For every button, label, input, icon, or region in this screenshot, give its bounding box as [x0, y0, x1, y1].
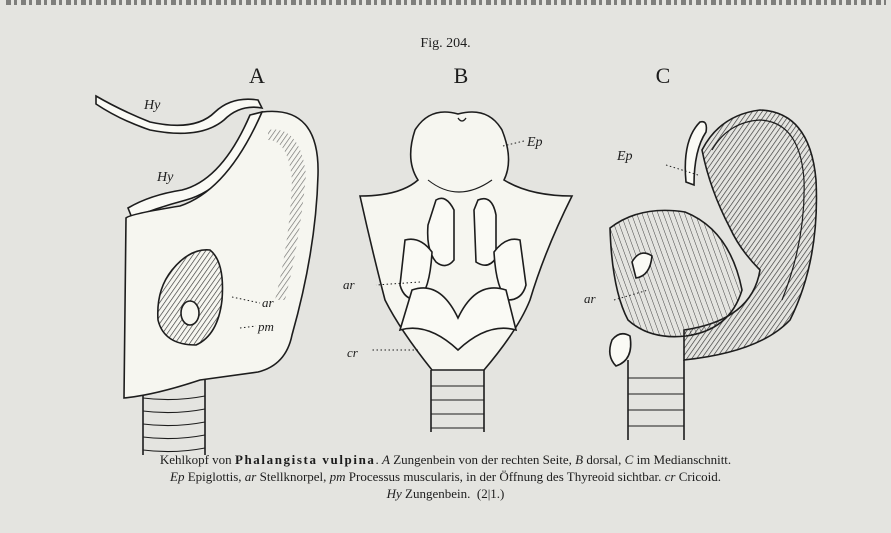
caption-ref-hy: Hy [387, 486, 402, 501]
caption-text: Epiglottis, [184, 469, 244, 484]
caption-ref-cr: cr [665, 469, 676, 484]
caption-text: Zungenbein von der rechten Seite, [390, 452, 575, 467]
caption-ref-ar: ar [245, 469, 257, 484]
label-pm-a: pm [257, 319, 274, 334]
label-ar-c: ar [584, 291, 597, 306]
label-hy-lower: Hy [156, 170, 174, 185]
caption-scale: (2|1.) [477, 486, 505, 501]
caption-ref-a: A [382, 452, 390, 467]
label-ar-a: ar [262, 295, 275, 310]
caption-ref-pm: pm [330, 469, 346, 484]
panel-a-drawing [96, 96, 318, 455]
panel-b-trachea [431, 370, 484, 432]
panel-a-hyoid-upper [96, 96, 262, 133]
panel-a-processus-muscularis [181, 301, 199, 325]
caption-ref-c: C [625, 452, 634, 467]
panel-c-arytenoid [610, 210, 742, 336]
caption-ref-ep: Ep [170, 469, 184, 484]
label-hy-upper: Hy [143, 98, 161, 113]
caption-text: im Medianschnitt. [633, 452, 731, 467]
caption-line-2: Ep Epiglottis, ar Stellknorpel, pm Proce… [0, 468, 891, 485]
caption-line-3: Hy Zungenbein. (2|1.) [0, 485, 891, 502]
caption-text: dorsal, [583, 452, 625, 467]
caption-text: Cricoid. [675, 469, 721, 484]
caption-line-1: Kehlkopf von Phalangista vulpina. A Zung… [0, 451, 891, 468]
caption-text: Zungenbein. [402, 486, 471, 501]
label-ep-b: Ep [526, 135, 543, 150]
panel-c-drawing [610, 110, 817, 440]
panel-c-trachea [628, 360, 684, 440]
label-ep-c: Ep [616, 149, 633, 164]
caption-text: Stellknorpel, [256, 469, 329, 484]
label-cr-b: cr [347, 345, 359, 360]
caption-text: Processus muscularis, in der Öffnung des… [346, 469, 665, 484]
caption-text: Kehlkopf von [160, 452, 235, 467]
figure-caption: Kehlkopf von Phalangista vulpina. A Zung… [0, 451, 891, 502]
label-ar-b: ar [343, 277, 356, 292]
caption-ref-b: B [575, 452, 583, 467]
caption-species: Phalangista vulpina [235, 452, 376, 467]
panel-b-drawing [360, 112, 572, 432]
